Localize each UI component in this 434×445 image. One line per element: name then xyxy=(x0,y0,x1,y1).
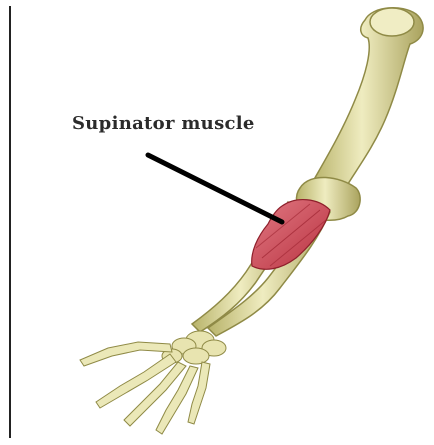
humerus-bone xyxy=(312,8,423,192)
supinator-muscle-label: Supinator muscle xyxy=(72,113,255,134)
pointer-line xyxy=(148,155,282,222)
